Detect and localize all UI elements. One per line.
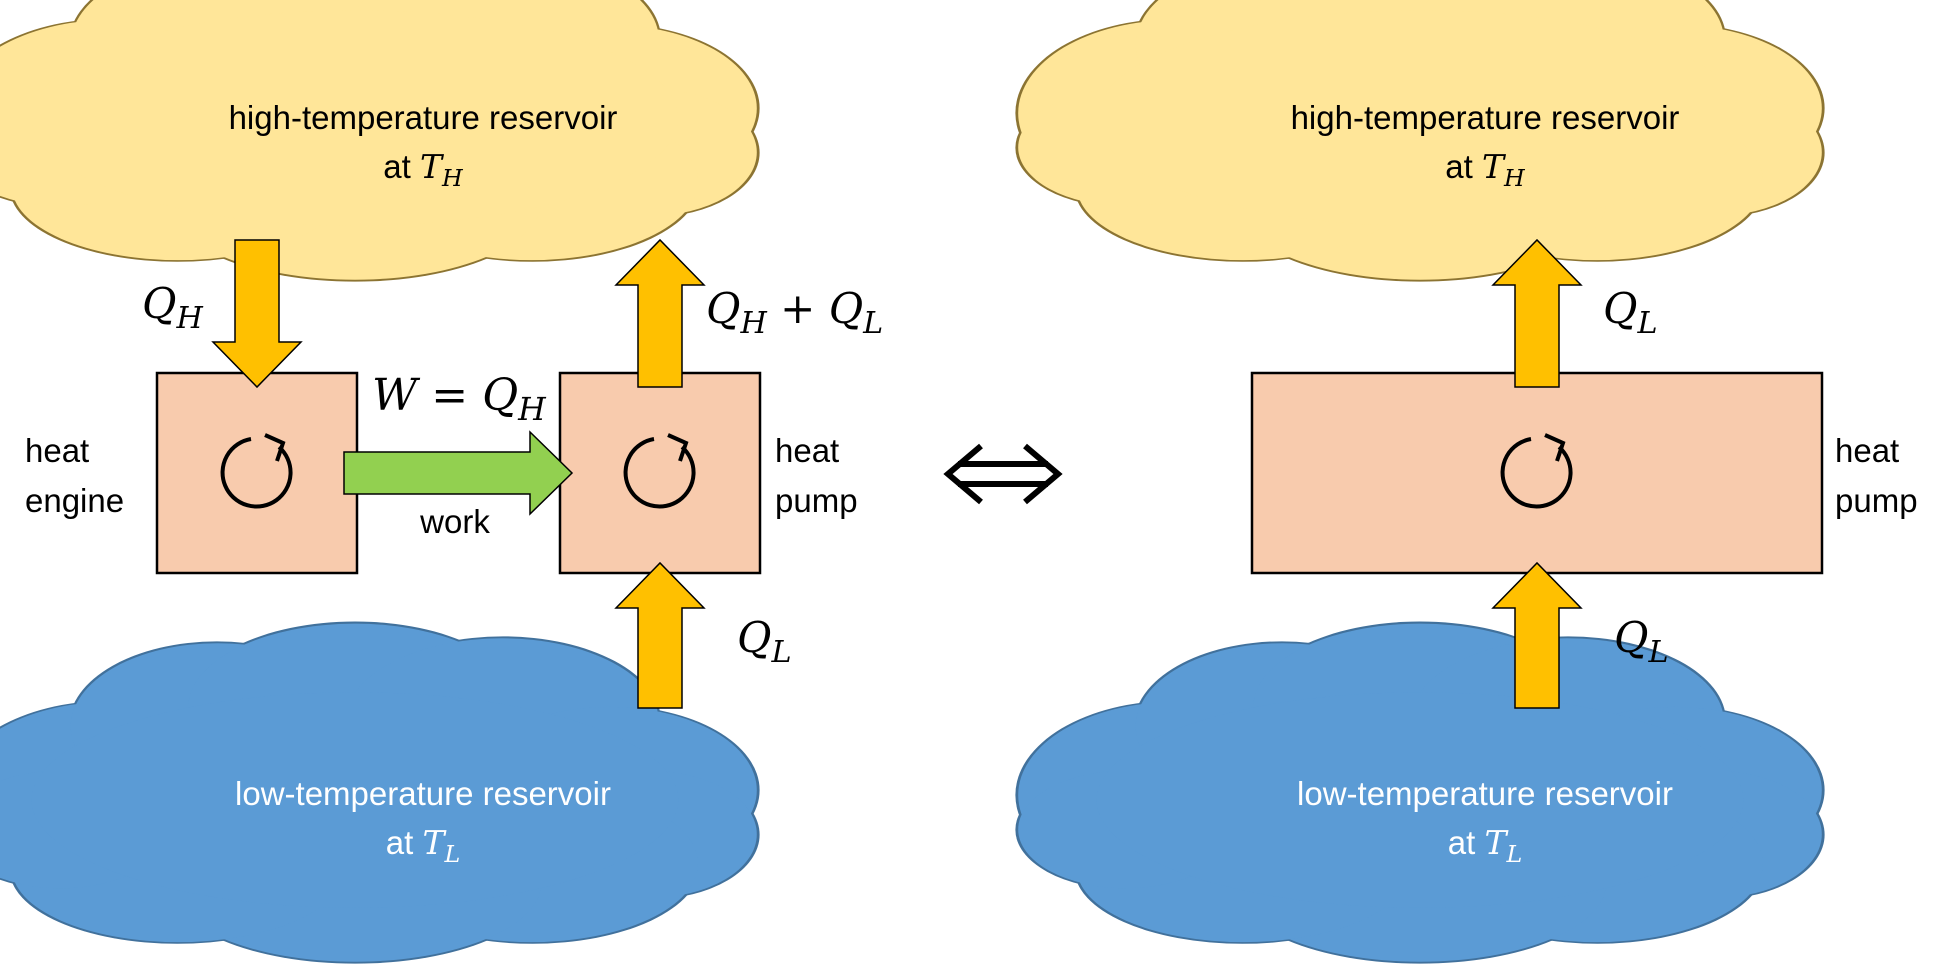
hot-reservoir-temp-right: at TH: [1445, 147, 1526, 192]
hot-reservoir-label-right: high-temperature reservoir: [1291, 99, 1680, 136]
ql-top-label-right: QL: [1603, 284, 1658, 341]
cold-reservoir-temp-right: at TL: [1448, 823, 1523, 868]
cold-reservoir-label-left: low-temperature reservoir: [235, 775, 611, 812]
hot-reservoir-cloud-left: [0, 0, 760, 282]
heat-arrow-icon: [1491, 561, 1583, 709]
cold-reservoir-label-right: low-temperature reservoir: [1297, 775, 1673, 812]
qh-plus-ql-label: QH + QL: [706, 284, 883, 341]
heat-arrow-icon: [1491, 238, 1583, 388]
hot-reservoir-cloud-right: [1015, 0, 1825, 282]
qh-label: QH: [142, 279, 203, 336]
ql-label-left: QL: [737, 613, 792, 670]
hot-reservoir-temp-left: at TH: [383, 147, 464, 192]
work-equation-label: W = QH: [372, 370, 547, 428]
heat-arrow-icon: [211, 239, 303, 389]
cloud-fill: [1018, 0, 1822, 280]
work-arrow-icon: [343, 430, 574, 516]
equivalence-icon: [943, 443, 1063, 505]
work-label: work: [419, 503, 490, 540]
heat-arrow-icon: [614, 561, 706, 709]
heat-pump-box-left: [558, 371, 762, 575]
cloud-fill: [0, 0, 757, 280]
heat-pump-box-right: [1250, 371, 1824, 575]
heat-engine-box: [155, 371, 359, 575]
hot-reservoir-label-left: high-temperature reservoir: [229, 99, 618, 136]
heat-arrow-icon: [614, 238, 706, 388]
ql-bottom-label-right: QL: [1614, 613, 1669, 670]
cold-reservoir-temp-left: at TL: [386, 823, 461, 868]
